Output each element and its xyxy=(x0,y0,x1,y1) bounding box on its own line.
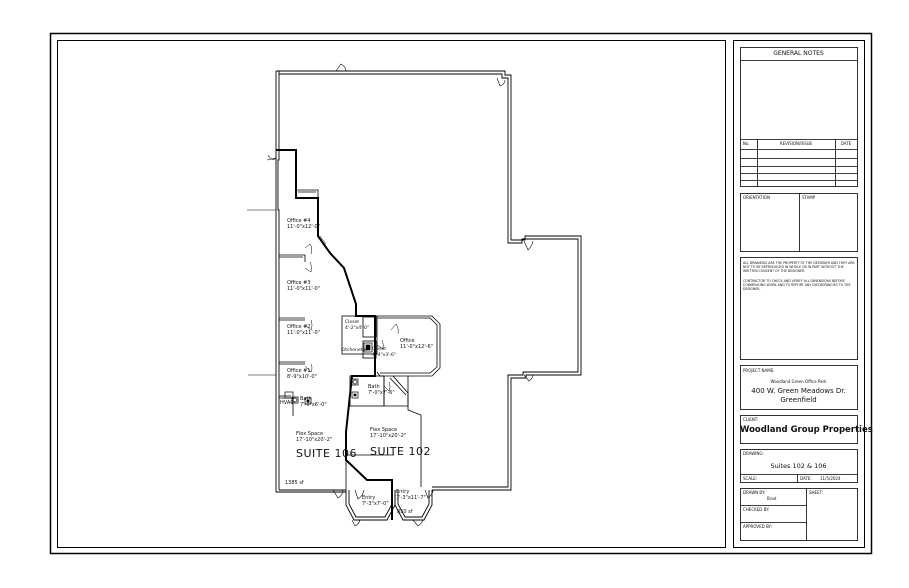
room-name: Office #1 xyxy=(287,368,311,374)
room-name: Closet xyxy=(345,320,360,325)
client-label: CLIENT: xyxy=(743,417,759,422)
room-name: Closet xyxy=(372,347,387,352)
approved-by-label: APPROVED BY: xyxy=(743,524,772,529)
door-swings xyxy=(247,63,534,527)
room-name: Entry xyxy=(362,495,376,501)
room-dimensions: 17'-10"x20'-2" xyxy=(370,433,407,440)
revision-col-no: No. xyxy=(743,141,750,146)
room-name: Flex Space xyxy=(296,431,324,437)
area-label-suite-102: 850 sf xyxy=(397,509,413,515)
room-dimensions: 4'-2"x4'-0" xyxy=(345,325,369,331)
room-name: Office #3 xyxy=(287,280,311,286)
room-name: Office #2 xyxy=(287,324,311,330)
drawing-label: DRAWING: xyxy=(743,451,764,456)
disclaimer-verify: CONTRACTOR TO CHECK AND VERIFY ALL DIMEN… xyxy=(743,279,851,291)
room-dimensions: 17'-10"x20'-2" xyxy=(296,437,333,444)
project-name-label: PROJECT NAME: xyxy=(743,368,775,373)
room-dimensions: 7'-3"x11'-7" xyxy=(396,495,426,502)
suite-boundary-line xyxy=(276,149,393,520)
project-subtitle: Woodland Green Office Park xyxy=(770,379,827,384)
room-name: Office #4 xyxy=(287,218,311,224)
checked-by-label: CHECKED BY: xyxy=(743,507,770,512)
client-name: Woodland Group Properties xyxy=(740,425,873,435)
building-exterior-walls xyxy=(275,70,582,521)
project-address-line2: Greenfield xyxy=(780,396,817,404)
room-name: Kitchenette xyxy=(341,348,367,353)
disclaimer-property: ALL DRAWINGS ARE THE PROPERTY OF THE DES… xyxy=(743,261,855,273)
revision-col-issue: REVISION/ISSUE xyxy=(779,141,813,146)
room-dimensions: 8'-9"x10'-0" xyxy=(287,374,317,381)
suite-label-106: SUITE 106 xyxy=(296,447,357,460)
room-name: HVAC xyxy=(280,400,294,406)
plumbing-fixtures xyxy=(284,342,373,405)
revision-col-date: DATE xyxy=(840,141,852,146)
room-dimensions: 11'-0"x12'-0" xyxy=(287,224,321,231)
outer-sheet-border xyxy=(49,32,873,555)
room-dimensions: 7'-0"x7'-6" xyxy=(368,390,395,397)
drawing-area-border xyxy=(57,40,726,548)
sheet-label: SHEET: xyxy=(809,490,823,495)
project-address-line1: 400 W. Green Meadows Dr. xyxy=(751,387,846,395)
room-dimensions: 11'-0"x12'-6" xyxy=(400,344,434,351)
interior-door-swings xyxy=(304,235,399,392)
room-name: Office xyxy=(400,338,415,344)
drawn-by-label: DRAWN BY: xyxy=(743,490,766,495)
room-label-kitchenette: Kitchenette xyxy=(341,348,367,354)
room-name: Bath xyxy=(300,396,312,402)
date-label: DATE: xyxy=(800,476,812,481)
drawn-by-value: Brad xyxy=(767,496,777,501)
orientation-label: ORIENTATION xyxy=(743,195,770,200)
general-notes-header: GENERAL NOTES xyxy=(773,50,824,57)
room-dimensions: 11'-0"x11'-0" xyxy=(287,286,321,293)
drawing-name: Suites 102 & 106 xyxy=(770,462,827,470)
room-dimensions: 4'-4"x3'-6" xyxy=(372,352,396,358)
date-value: 11/5/2024 xyxy=(820,476,841,481)
area-label-suite-106: 1385 sf xyxy=(285,480,304,486)
room-dimensions: 7'-3"x7'-0" xyxy=(362,501,389,508)
scale-label: SCALE: xyxy=(743,476,758,481)
title-block-grid xyxy=(740,47,858,541)
title-block-border xyxy=(733,40,865,548)
suite-label-102: SUITE 102 xyxy=(370,445,431,458)
room-name: Flex Space xyxy=(370,427,398,433)
stamp-label: STAMP xyxy=(802,195,816,200)
room-dimensions: 7'-0"x6'-0" xyxy=(300,402,327,409)
room-name: Entry xyxy=(396,489,410,495)
room-name: Bath xyxy=(368,384,380,390)
room-label-hvac: HVAC xyxy=(280,400,294,406)
room-dimensions: 11'-0"x11'-0" xyxy=(287,330,321,337)
